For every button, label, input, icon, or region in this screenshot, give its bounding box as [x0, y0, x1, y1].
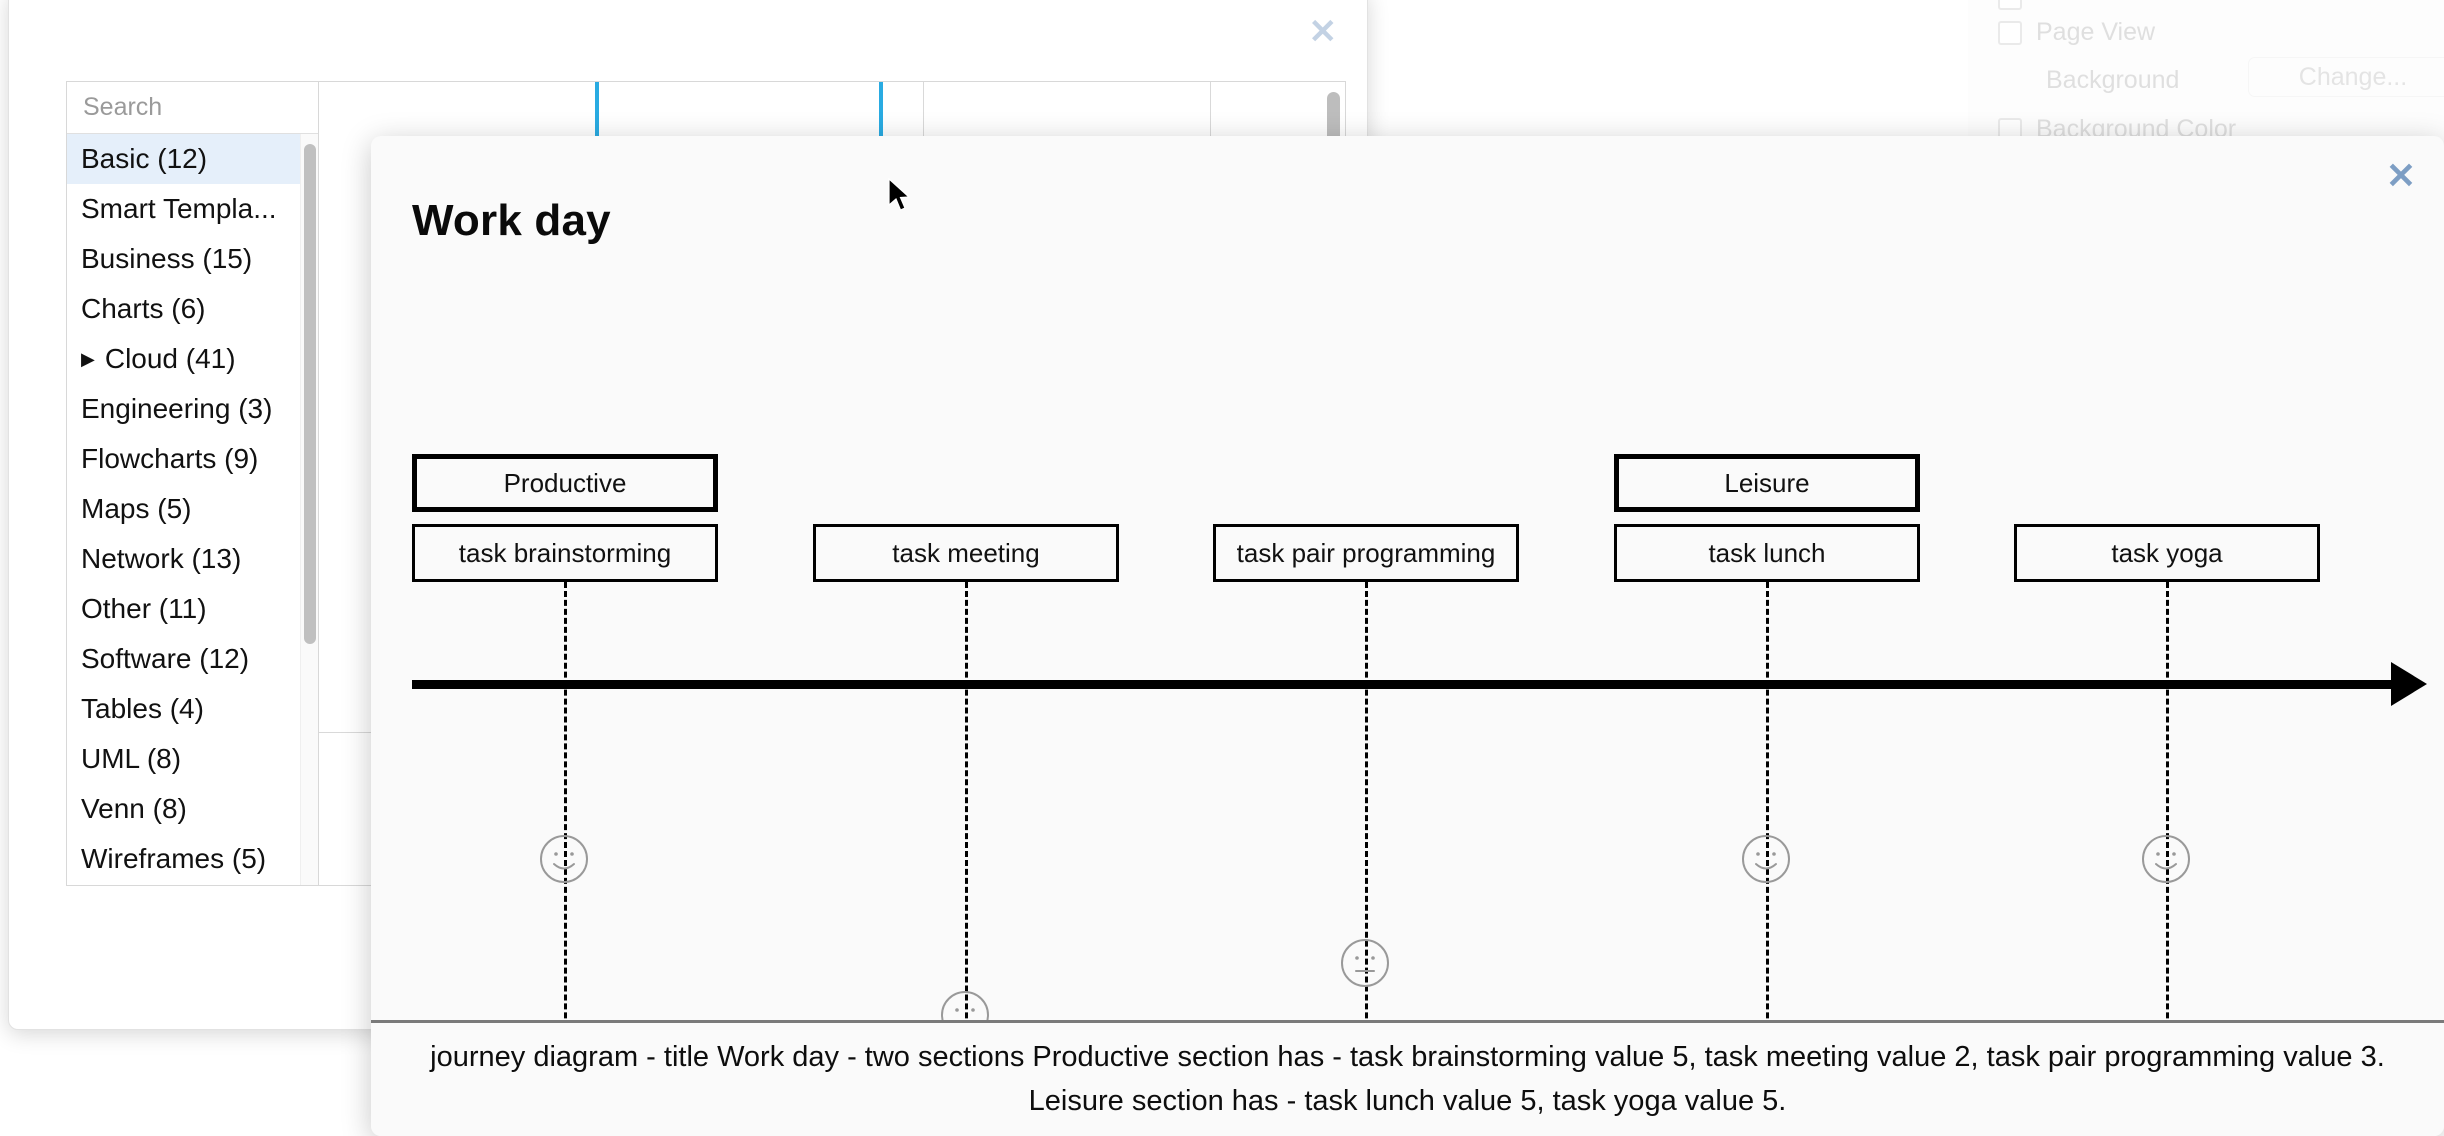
change-background-button[interactable]: Change... — [2248, 57, 2444, 97]
task-lifeline-meeting — [965, 582, 968, 1126]
search-row[interactable] — [67, 82, 431, 134]
category-item-13[interactable]: Venn (8) — [67, 784, 300, 834]
task-lifeline-pair-programming — [1365, 582, 1368, 1126]
journey-diagram: Work day Productive Leisure task brainst… — [371, 136, 2444, 1126]
category-item-8[interactable]: Network (13) — [67, 534, 300, 584]
category-item-1[interactable]: Smart Templa... — [67, 184, 300, 234]
category-item-6[interactable]: Flowcharts (9) — [67, 434, 300, 484]
category-item-label: Smart Templa... — [81, 193, 277, 224]
category-item-7[interactable]: Maps (5) — [67, 484, 300, 534]
face-icon-neutral-pair-programming — [1334, 932, 1396, 994]
preview-modal: ✕ Work day Productive Leisure task brain… — [371, 136, 2444, 1136]
setting-label-page-view: Page View — [2036, 18, 2156, 46]
category-item-label: Venn (8) — [81, 793, 187, 824]
category-item-label: Tables (4) — [81, 693, 204, 724]
format-settings-panel: Page View Background Change... Backgroun… — [1968, 0, 2444, 150]
timeline-arrow-icon — [2391, 662, 2427, 706]
checkbox-icon[interactable] — [1998, 0, 2022, 10]
task-lifeline-brainstorming — [564, 582, 567, 1126]
face-icon-happy-yoga — [2135, 828, 2197, 890]
category-list-wrap: Basic (12) Smart Templa... Business (15) Ch… — [67, 134, 318, 885]
section-box-leisure: Leisure — [1614, 454, 1920, 512]
task-box-pair-programming: task pair programming — [1213, 524, 1519, 582]
category-scrollbar[interactable] — [300, 134, 318, 885]
category-item-label: Cloud (41) — [104, 343, 236, 374]
category-item-4[interactable]: ▶ Cloud (41) — [67, 334, 300, 384]
category-list: Basic (12) Smart Templa... Business (15) Ch… — [67, 134, 300, 885]
close-icon[interactable]: ✕ — [1308, 13, 1338, 51]
mouse-cursor-icon — [888, 178, 911, 211]
category-item-14[interactable]: Wireframes (5) — [67, 834, 300, 884]
category-item-0[interactable]: Basic (12) — [67, 134, 300, 184]
section-box-productive: Productive — [412, 454, 718, 512]
background-label: Background — [2046, 66, 2180, 94]
task-box-lunch: task lunch — [1614, 524, 1920, 582]
diagram-caption: journey diagram - title Work day - two s… — [371, 1020, 2444, 1136]
category-item-label: UML (8) — [81, 743, 182, 774]
timeline-axis — [412, 680, 2412, 689]
task-box-meeting: task meeting — [813, 524, 1119, 582]
setting-row-page-view[interactable]: Page View — [1998, 18, 2155, 47]
category-item-label: Maps (5) — [81, 493, 192, 524]
face-icon-happy-lunch — [1735, 828, 1797, 890]
category-item-3[interactable]: Charts (6) — [67, 284, 300, 334]
category-item-label: Engineering (3) — [81, 393, 273, 424]
category-item-10[interactable]: Software (12) — [67, 634, 300, 684]
task-box-brainstorming: task brainstorming — [412, 524, 718, 582]
task-box-yoga: task yoga — [2014, 524, 2320, 582]
category-item-12[interactable]: UML (8) — [67, 734, 300, 784]
category-item-11[interactable]: Tables (4) — [67, 684, 300, 734]
page-title: Work day — [412, 196, 611, 245]
checkbox-icon[interactable] — [1998, 20, 2022, 45]
category-item-label: Other (11) — [81, 593, 207, 624]
task-lifeline-lunch — [1766, 582, 1769, 1126]
category-item-label: Charts (6) — [81, 293, 206, 324]
category-item-label: Business (15) — [81, 243, 253, 274]
setting-row-0[interactable] — [1998, 0, 2036, 10]
category-panel: Basic (12) Smart Templa... Business (15) Ch… — [66, 81, 431, 886]
category-item-2[interactable]: Business (15) — [67, 234, 300, 284]
caption-line-2: Leisure section has - task lunch value 5… — [1028, 1084, 1787, 1117]
category-item-label: Basic (12) — [81, 143, 208, 174]
category-item-label: Wireframes (5) — [81, 843, 267, 874]
setting-label-background: Background — [2046, 66, 2179, 95]
category-item-label: Network (13) — [81, 543, 242, 574]
task-lifeline-yoga — [2166, 582, 2169, 1126]
category-item-label: Flowcharts (9) — [81, 443, 259, 474]
category-item-9[interactable]: Other (11) — [67, 584, 300, 634]
face-icon-happy-brainstorming — [533, 828, 595, 890]
category-item-5[interactable]: Engineering (3) — [67, 384, 300, 434]
chevron-right-icon[interactable]: ▶ — [81, 348, 95, 369]
category-item-label: Software (12) — [81, 643, 250, 674]
caption-line-1: journey diagram - title Work day - two s… — [430, 1041, 2385, 1073]
close-icon[interactable]: ✕ — [2385, 155, 2416, 196]
category-scrollbar-thumb[interactable] — [304, 144, 316, 644]
